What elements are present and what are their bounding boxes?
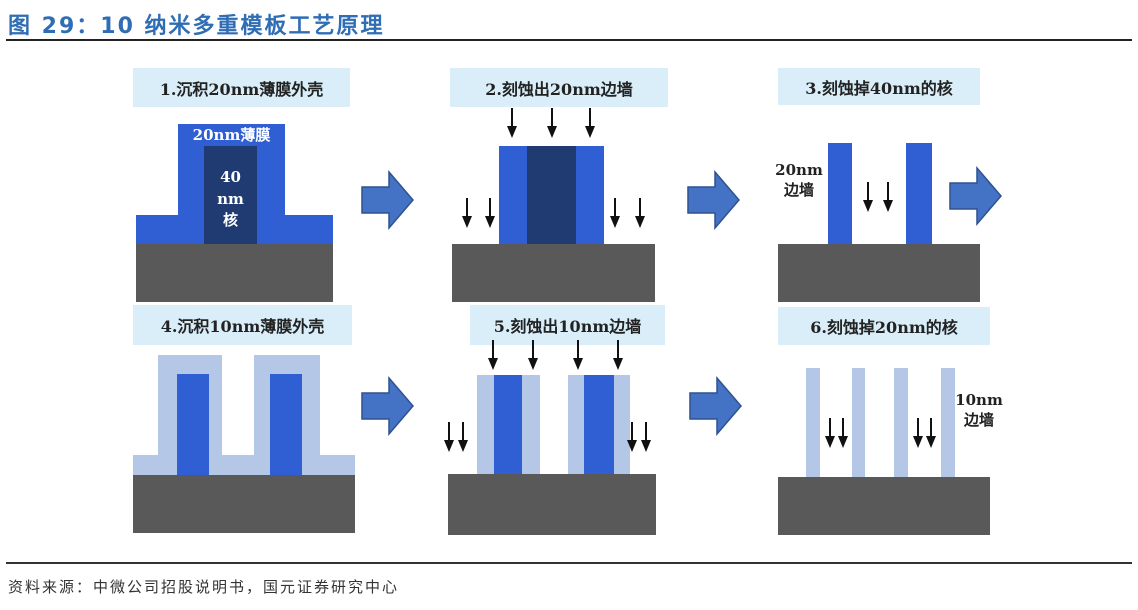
step-3-label: 3.刻蚀掉40nm的核: [778, 68, 980, 105]
step-2-label: 2.刻蚀出20nm边墙: [450, 68, 668, 107]
step-4-label: 4.沉积10nm薄膜外壳: [133, 305, 352, 345]
step-3-substrate: [778, 244, 980, 302]
wall-label-2: 边墙: [963, 411, 994, 429]
process-arrow-icon: [687, 170, 740, 230]
step-5-label: 5.刻蚀出10nm边墙: [470, 305, 665, 345]
down-arrow-icon: [635, 198, 645, 228]
down-arrow-icon: [488, 340, 498, 370]
down-arrow-icon: [641, 422, 651, 452]
down-arrow-icon: [926, 418, 936, 448]
step-3-wall: [828, 143, 852, 244]
step-1-substrate: [136, 244, 333, 302]
step-6-wall: [894, 368, 908, 478]
down-arrow-icon: [573, 340, 583, 370]
process-arrow-icon: [949, 166, 1002, 226]
step-3-wall: [906, 143, 932, 244]
down-arrow-icon: [838, 418, 848, 448]
core-label-3: 核: [222, 211, 238, 229]
down-arrow-icon: [883, 182, 893, 212]
down-arrow-icon: [444, 422, 454, 452]
step-5-core: [584, 375, 614, 475]
step-1-core: [204, 146, 257, 244]
step-6-wall: [852, 368, 865, 478]
down-arrow-icon: [462, 198, 472, 228]
process-arrow-icon: [689, 376, 742, 436]
film-label: 20nm薄膜: [192, 126, 271, 144]
source-note: 资料来源：中微公司招股说明书，国元证券研究中心: [8, 578, 400, 596]
down-arrow-icon: [528, 340, 538, 370]
wall-label-1: 20nm: [775, 161, 823, 179]
step-5-substrate: [448, 474, 656, 535]
figure-title: 图 29：10 纳米多重模板工艺原理: [8, 14, 385, 39]
down-arrow-icon: [585, 108, 595, 138]
down-arrow-icon: [613, 340, 623, 370]
step-1-label: 1.沉积20nm薄膜外壳: [133, 68, 350, 107]
step-2-substrate: [452, 244, 655, 302]
step-4-substrate: [133, 475, 355, 533]
step-4-core: [270, 374, 302, 475]
footer-divider: [6, 562, 1132, 564]
wall-label-2: 边墙: [783, 181, 814, 199]
step-4-core: [177, 374, 209, 475]
step-6-label: 6.刻蚀掉20nm的核: [778, 307, 990, 345]
down-arrow-icon: [825, 418, 835, 448]
down-arrow-icon: [507, 108, 517, 138]
core-label-1: 40: [220, 168, 241, 186]
process-arrow-icon: [361, 376, 414, 436]
step-5-core: [494, 375, 522, 475]
step-6-substrate: [778, 477, 990, 535]
title-divider: [6, 39, 1132, 41]
down-arrow-icon: [547, 108, 557, 138]
step-2-core: [527, 146, 576, 244]
down-arrow-icon: [485, 198, 495, 228]
step-6-wall: [941, 368, 955, 478]
step-6-wall: [806, 368, 820, 478]
down-arrow-icon: [458, 422, 468, 452]
down-arrow-icon: [913, 418, 923, 448]
process-arrow-icon: [361, 170, 414, 230]
down-arrow-icon: [863, 182, 873, 212]
wall-label-1: 10nm: [955, 391, 1003, 409]
down-arrow-icon: [627, 422, 637, 452]
down-arrow-icon: [610, 198, 620, 228]
core-label-2: nm: [217, 190, 244, 208]
